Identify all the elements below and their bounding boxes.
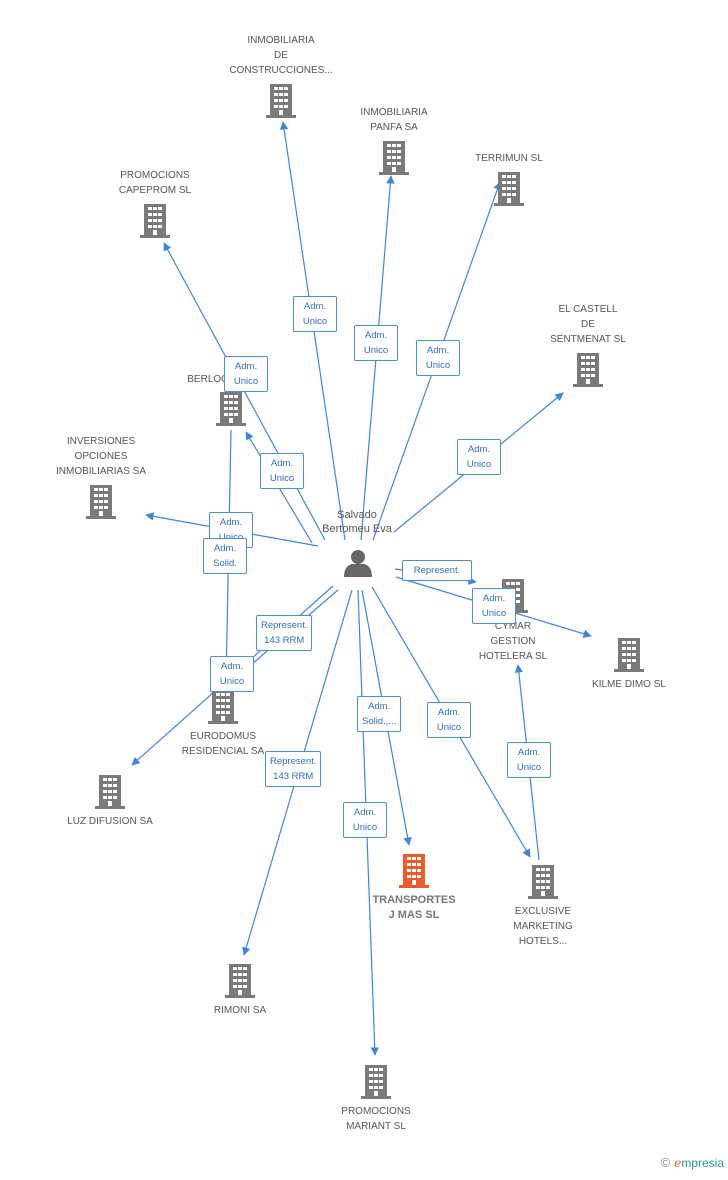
company-label-promocions-mariant[interactable]: PROMOCIONS MARIANT SL [341,1106,411,1132]
edge-label-to-exclusive[interactable]: Adm. Unico [427,702,471,738]
company-label-terrimun[interactable]: TERRIMUN SL [475,153,543,164]
company-label-cymar[interactable]: CYMAR GESTION HOTELERA SL [478,621,548,662]
company-label-eurodomus[interactable]: EURODOMUS RESIDENCIAL SA [181,731,265,757]
company-label-promocions-capeprom[interactable]: PROMOCIONS CAPEPROM SL [118,170,192,196]
company-label-berloc[interactable]: BERLOC... [187,374,237,385]
company-building-icon-inmobiliaria-panfa[interactable] [379,141,409,175]
company-building-icon-transportes[interactable] [399,854,429,888]
edge-label-to-rimoni[interactable]: Represent. 143 RRM [265,751,322,787]
empresia-logo[interactable]: ©empresia [660,1155,724,1170]
edge-label-to-berloc[interactable]: Adm. Unico [260,453,304,489]
company-building-icon-exclusive[interactable] [528,865,558,899]
person-icon [344,550,372,577]
edge-label-to-construcciones[interactable]: Adm. Unico [293,296,337,332]
company-building-icon-el-castell[interactable] [573,353,603,387]
company-label-exclusive[interactable]: EXCLUSIVE MARKETING HOTELS... [513,906,573,947]
company-building-icon-promocions-mariant[interactable] [361,1065,391,1099]
person-label[interactable]: Salvado Bertomeu Eva [322,509,392,535]
company-label-rimoni[interactable]: RIMONI SA [213,1005,267,1016]
edge-label-to-terrimun[interactable]: Adm. Unico [416,340,460,376]
company-label-kilme-dimo[interactable]: KILME DIMO SL [592,679,666,690]
company-building-icon-inversiones-opciones[interactable] [86,485,116,519]
edge-label-to-transportes[interactable]: Adm. Solid.,... [357,696,402,732]
edge-label-to-cymar-adm[interactable]: Adm. Unico [472,588,516,624]
company-building-icon-rimoni[interactable] [225,964,255,998]
edge-label-to-eurodomus-solid[interactable]: Adm. Solid. [203,538,247,574]
company-building-icon-promocions-capeprom[interactable] [140,204,170,238]
company-building-icon-berloc[interactable] [216,392,246,426]
edge-label-to-mariant[interactable]: Adm. Unico [343,802,387,838]
edge-label-to-capeprom[interactable]: Adm. Unico [224,356,268,392]
company-label-inversiones-opciones[interactable]: INVERSIONES OPCIONES INMOBILIARIAS SA [55,436,147,477]
company-label-transportes[interactable]: TRANSPORTES J MAS SL [372,894,456,921]
edge-label-to-panfa[interactable]: Adm. Unico [354,325,398,361]
company-label-luz-difusion[interactable]: LUZ DIFUSION SA [67,816,153,827]
company-building-icon-luz-difusion[interactable] [95,775,125,809]
company-label-el-castell[interactable]: EL CASTELL DE SENTMENAT SL [550,304,626,345]
company-building-icon-terrimun[interactable] [494,172,524,206]
edge-label-to-eurodomus-adm[interactable]: Adm. Unico [210,656,254,692]
company-label-inmobiliaria-panfa[interactable]: INMOBILIARIA PANFA SA [360,107,428,133]
edge-label-to-cymar-represent[interactable]: Represent. [402,560,472,581]
edge-label-to-castell[interactable]: Adm. Unico [457,439,501,475]
company-building-icon-kilme-dimo[interactable] [614,638,644,672]
edge-label-exclusive-to-cymar[interactable]: Adm. Unico [507,742,551,778]
company-building-icon-inmobiliaria-de-construcciones[interactable] [266,84,296,118]
company-label-inmobiliaria-de-construcciones[interactable]: INMOBILIARIA DE CONSTRUCCIONES... [229,35,333,76]
company-building-icon-eurodomus[interactable] [208,690,238,724]
edge-label-to-luz[interactable]: Represent. 143 RRM [256,615,313,651]
